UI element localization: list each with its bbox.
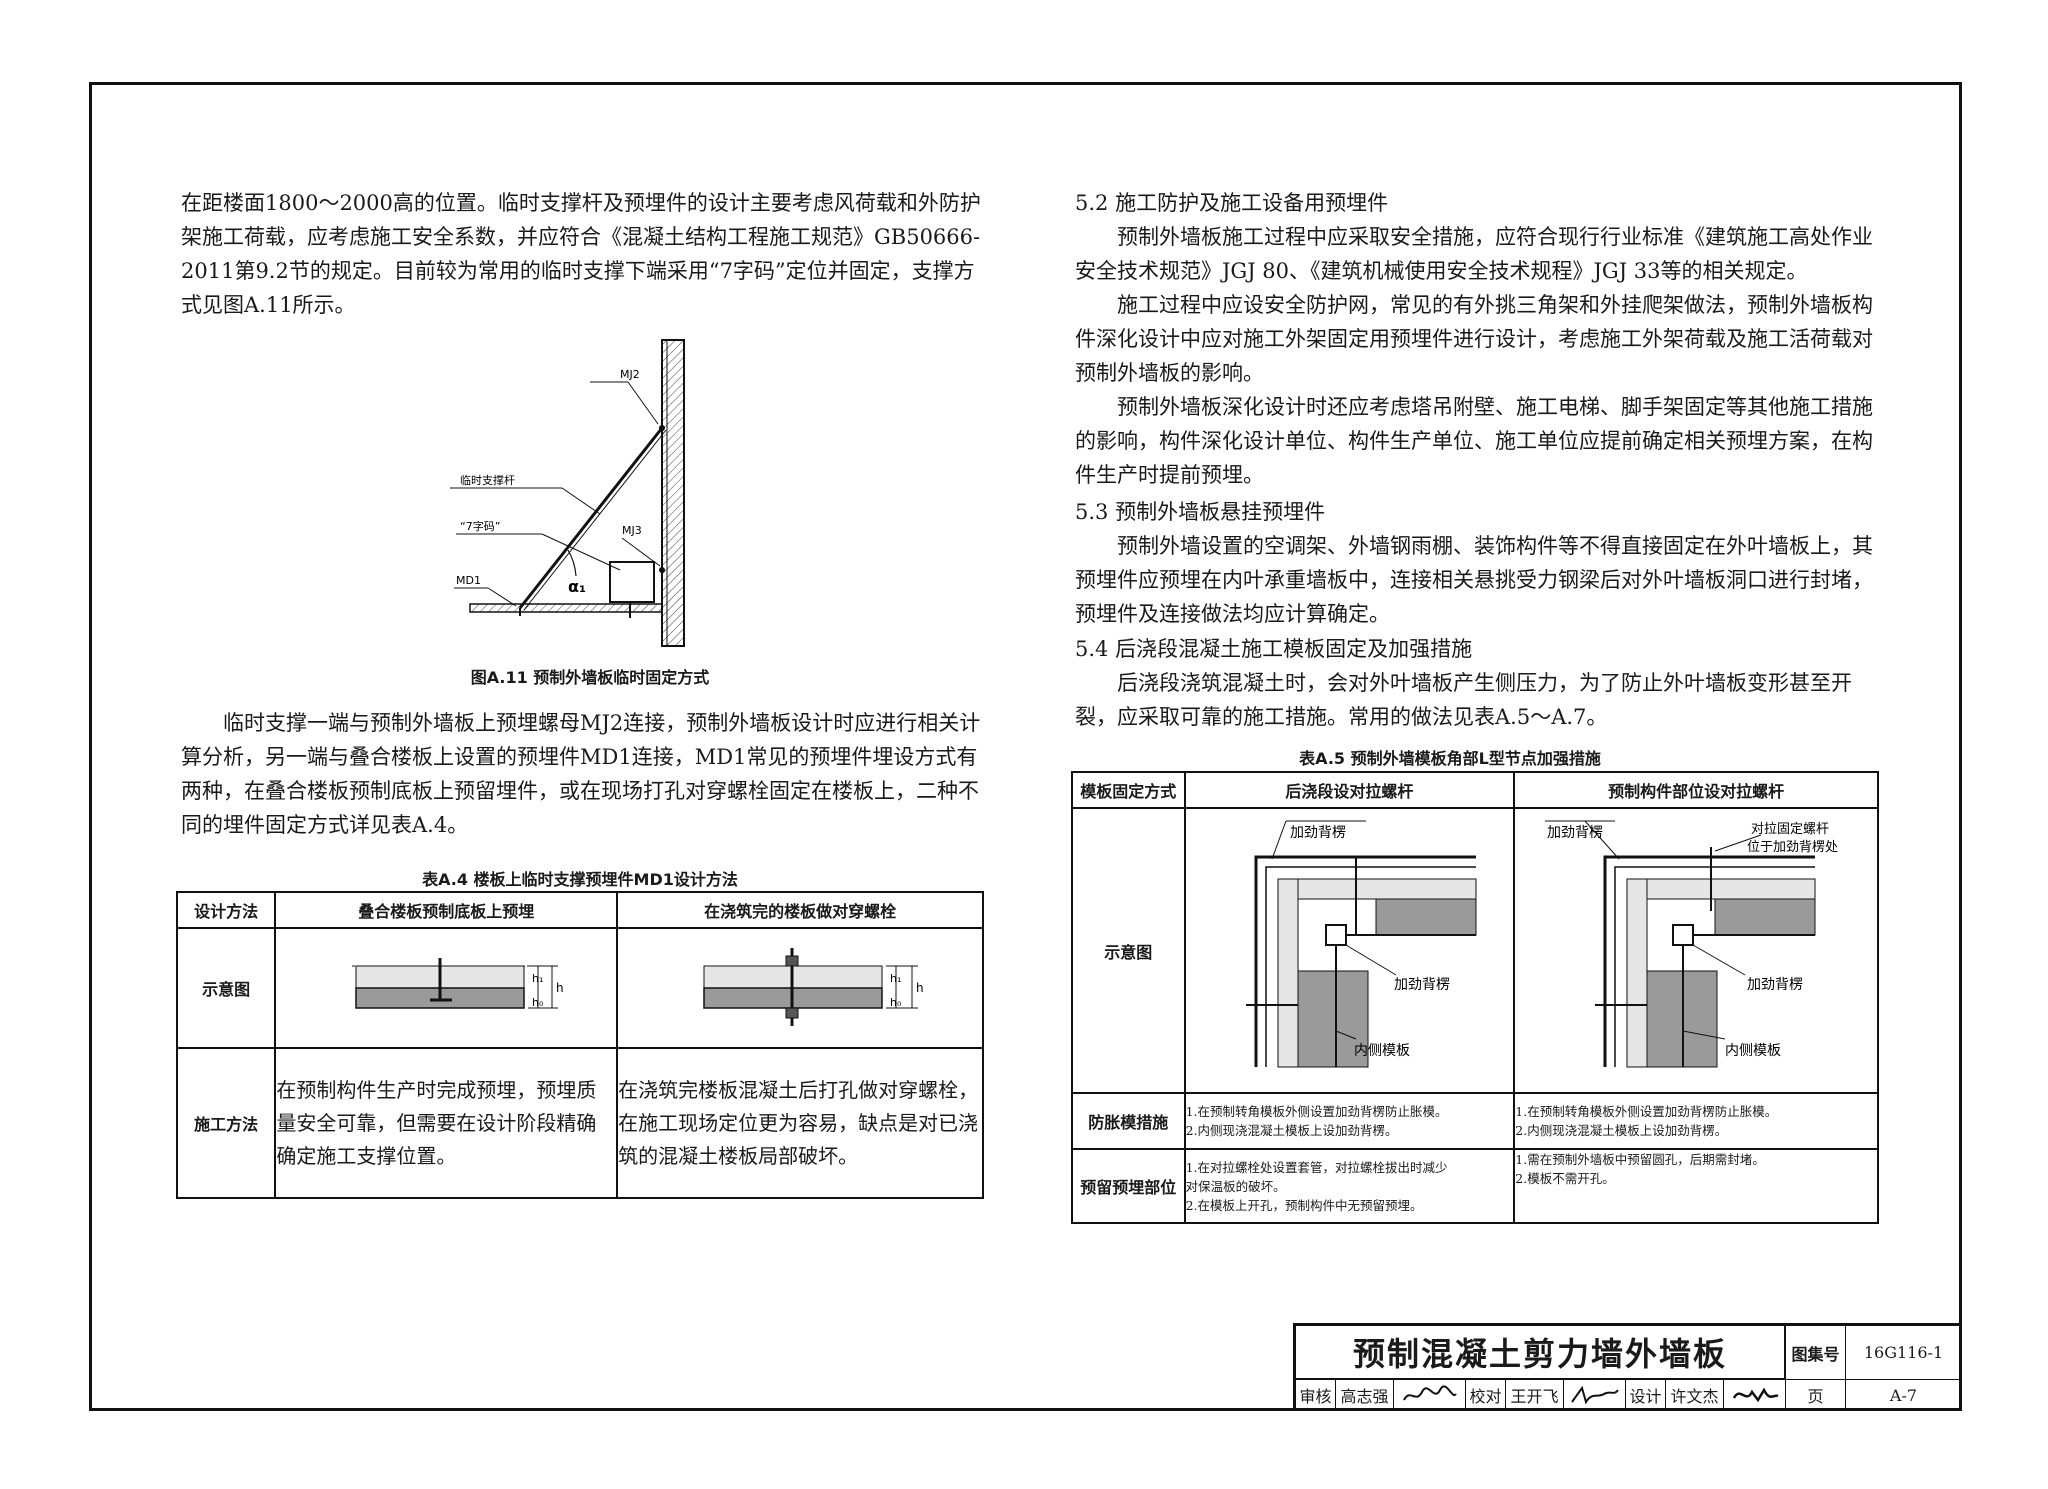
paragraph-5-4: 后浇段浇筑混凝土时，会对外叶墙板产生侧压力，为了防止外叶墙板变形甚至开裂，应采取… [1075, 671, 1852, 729]
reviewer-signature [1394, 1380, 1466, 1411]
table-a4-header-1: 设计方法 [175, 891, 277, 929]
reviewer-name: 高志强 [1336, 1380, 1394, 1411]
table-a5-caption: 表A.5 预制外墙模板角部L型节点加强措施 [1299, 749, 1601, 768]
label-7-bracket: “7字码” [460, 519, 500, 533]
table-a4-method-2: 在浇筑完楼板混凝土后打孔做对穿螺栓，在施工现场定位更为容易，缺点是对已浇筑的混凝… [616, 1047, 984, 1199]
svg-text:加劲背楞: 加劲背楞 [1394, 977, 1450, 993]
table-a4-method-1: 在预制构件生产时完成预埋，预埋质量安全可靠，但需要在设计阶段精确确定施工支撑位置… [274, 1047, 619, 1199]
table-a5-row-diagram-head: 示意图 [1071, 807, 1186, 1094]
table-a5-expansion-2: 1.在预制转角模板外侧设置加劲背楞防止胀模。 2.内侧现浇混凝土模板上设加劲背楞… [1513, 1092, 1879, 1150]
table-a5-reserve-2: 1.需在预制外墙板中预留圆孔，后期需封堵。 2.模板不需开孔。 [1513, 1148, 1879, 1224]
table-a4-header-3: 在浇筑完的楼板做对穿螺栓 [616, 891, 984, 929]
svg-text:内侧模板: 内侧模板 [1354, 1043, 1410, 1059]
paragraph-5-2-b: 施工过程中应设安全防护网，常见的有外挑三角架和外挂爬架做法，预制外墙板构件深化设… [1075, 293, 1873, 385]
designer-name: 许文杰 [1666, 1380, 1724, 1411]
svg-text:加劲背楞: 加劲背楞 [1290, 825, 1346, 841]
atlas-number-label: 图集号 [1786, 1326, 1846, 1380]
svg-text:h: h [556, 981, 564, 995]
table-a5-expansion-1: 1.在预制转角模板外侧设置加劲背楞防止胀模。 2.内侧现浇混凝土模板上设加劲背楞… [1183, 1092, 1516, 1150]
drawing-title: 预制混凝土剪力墙外墙板 [1296, 1326, 1786, 1380]
svg-text:位于加劲背楞处: 位于加劲背楞处 [1747, 840, 1838, 855]
table-a4-caption: 表A.4 楼板上临时支撑预埋件MD1设计方法 [422, 870, 738, 889]
svg-text:对拉固定螺杆: 对拉固定螺杆 [1751, 822, 1829, 837]
svg-text:加劲背楞: 加劲背楞 [1547, 825, 1603, 841]
drawing-frame [89, 82, 1962, 1411]
review-label: 审核 [1296, 1380, 1336, 1411]
check-label: 校对 [1466, 1380, 1506, 1411]
checker-name: 王开飞 [1506, 1380, 1564, 1411]
table-a4-row-method-head: 施工方法 [175, 1047, 277, 1199]
heading-5-4: 5.4 后浇段混凝土施工模板固定及加强措施 [1075, 637, 1473, 661]
svg-text:h₀: h₀ [532, 996, 544, 1009]
svg-text:h₀: h₀ [890, 996, 902, 1009]
table-a4-diagram-1: h₀ h₁ h [274, 927, 619, 1049]
heading-5-2: 5.2 施工防护及施工设备用预埋件 [1075, 191, 1389, 215]
label-alpha: α₁ [568, 577, 586, 596]
svg-text:h: h [916, 981, 924, 995]
table-a5-header-3: 预制构件部位设对拉螺杆 [1513, 771, 1879, 809]
paragraph-5-2-c: 预制外墙板深化设计时还应考虑塔吊附壁、施工电梯、脚手架固定等其他施工措施的影响，… [1075, 395, 1873, 487]
table-a5-diagram-2: 加劲背楞 对拉固定螺杆 位于加劲背楞处 加劲背楞 内侧模板 [1513, 807, 1879, 1094]
label-brace: 临时支撑杆 [460, 473, 515, 487]
heading-5-3: 5.3 预制外墙板悬挂预埋件 [1075, 500, 1326, 524]
svg-text:h₁: h₁ [532, 972, 543, 985]
table-a5-diagram-1: 加劲背楞 加劲背楞 内侧模板 [1183, 807, 1516, 1094]
table-a4-diagram-2: h₀ h₁ h [616, 927, 984, 1049]
table-a5-header-1: 模板固定方式 [1071, 771, 1186, 809]
figure-a11-caption: 图A.11 预制外墙板临时固定方式 [470, 668, 710, 687]
label-mj2: MJ2 [620, 368, 640, 381]
table-a5-reserve-1: 1.在对拉螺栓处设置套管，对拉螺栓拔出时减少 对保温板的破坏。 2.在模板上开孔… [1183, 1148, 1516, 1224]
title-block: 预制混凝土剪力墙外墙板 图集号 16G116-1 审核 高志强 校对 王开飞 设… [1293, 1323, 1962, 1411]
left-paragraph-1: 在距楼面1800～2000高的位置。临时支撑杆及预埋件的设计主要考虑风荷载和外防… [181, 191, 981, 317]
table-a5: 模板固定方式 后浇段设对拉螺杆 预制构件部位设对拉螺杆 示意图 加劲背楞 [1071, 771, 1879, 1224]
temporary-brace [518, 427, 664, 609]
svg-text:h₁: h₁ [890, 972, 901, 985]
label-mj3: MJ3 [622, 524, 642, 537]
wall-panel [661, 339, 685, 647]
designer-signature [1724, 1380, 1786, 1411]
svg-text:加劲背楞: 加劲背楞 [1747, 977, 1803, 993]
left-paragraph-2: 临时支撑一端与预制外墙板上预埋螺母MJ2连接，预制外墙板设计时应进行相关计算分析… [181, 711, 981, 837]
table-a5-row-reserve-head: 预留预埋部位 [1071, 1148, 1186, 1224]
design-label: 设计 [1626, 1380, 1666, 1411]
table-a5-header-2: 后浇段设对拉螺杆 [1183, 771, 1516, 809]
table-a5-row-expansion-head: 防胀模措施 [1071, 1092, 1186, 1150]
bracket-7 [609, 561, 655, 603]
svg-text:内侧模板: 内侧模板 [1725, 1043, 1781, 1059]
label-md1: MD1 [456, 574, 481, 587]
table-a4-row-diagram-head: 示意图 [175, 927, 277, 1049]
table-a4: 设计方法 叠合楼板预制底板上预埋 在浇筑完的楼板做对穿螺栓 示意图 h₀ h₁ … [175, 891, 984, 1199]
table-a4-header-2: 叠合楼板预制底板上预埋 [274, 891, 619, 929]
atlas-number: 16G116-1 [1846, 1326, 1962, 1380]
paragraph-5-2-a: 预制外墙板施工过程中应采取安全措施，应符合现行行业标准《建筑施工高处作业安全技术… [1075, 225, 1873, 283]
figure-a11: α₁ MJ2 临时支撑杆 “7字码” MJ3 MD1 [450, 339, 685, 647]
page-label: 页 [1786, 1380, 1846, 1411]
page-number: A-7 [1846, 1380, 1962, 1411]
floor-slab [469, 603, 663, 613]
checker-signature [1564, 1380, 1626, 1411]
paragraph-5-3: 预制外墙设置的空调架、外墙钢雨棚、装饰构件等不得直接固定在外叶墙板上，其预埋件应… [1075, 534, 1873, 626]
